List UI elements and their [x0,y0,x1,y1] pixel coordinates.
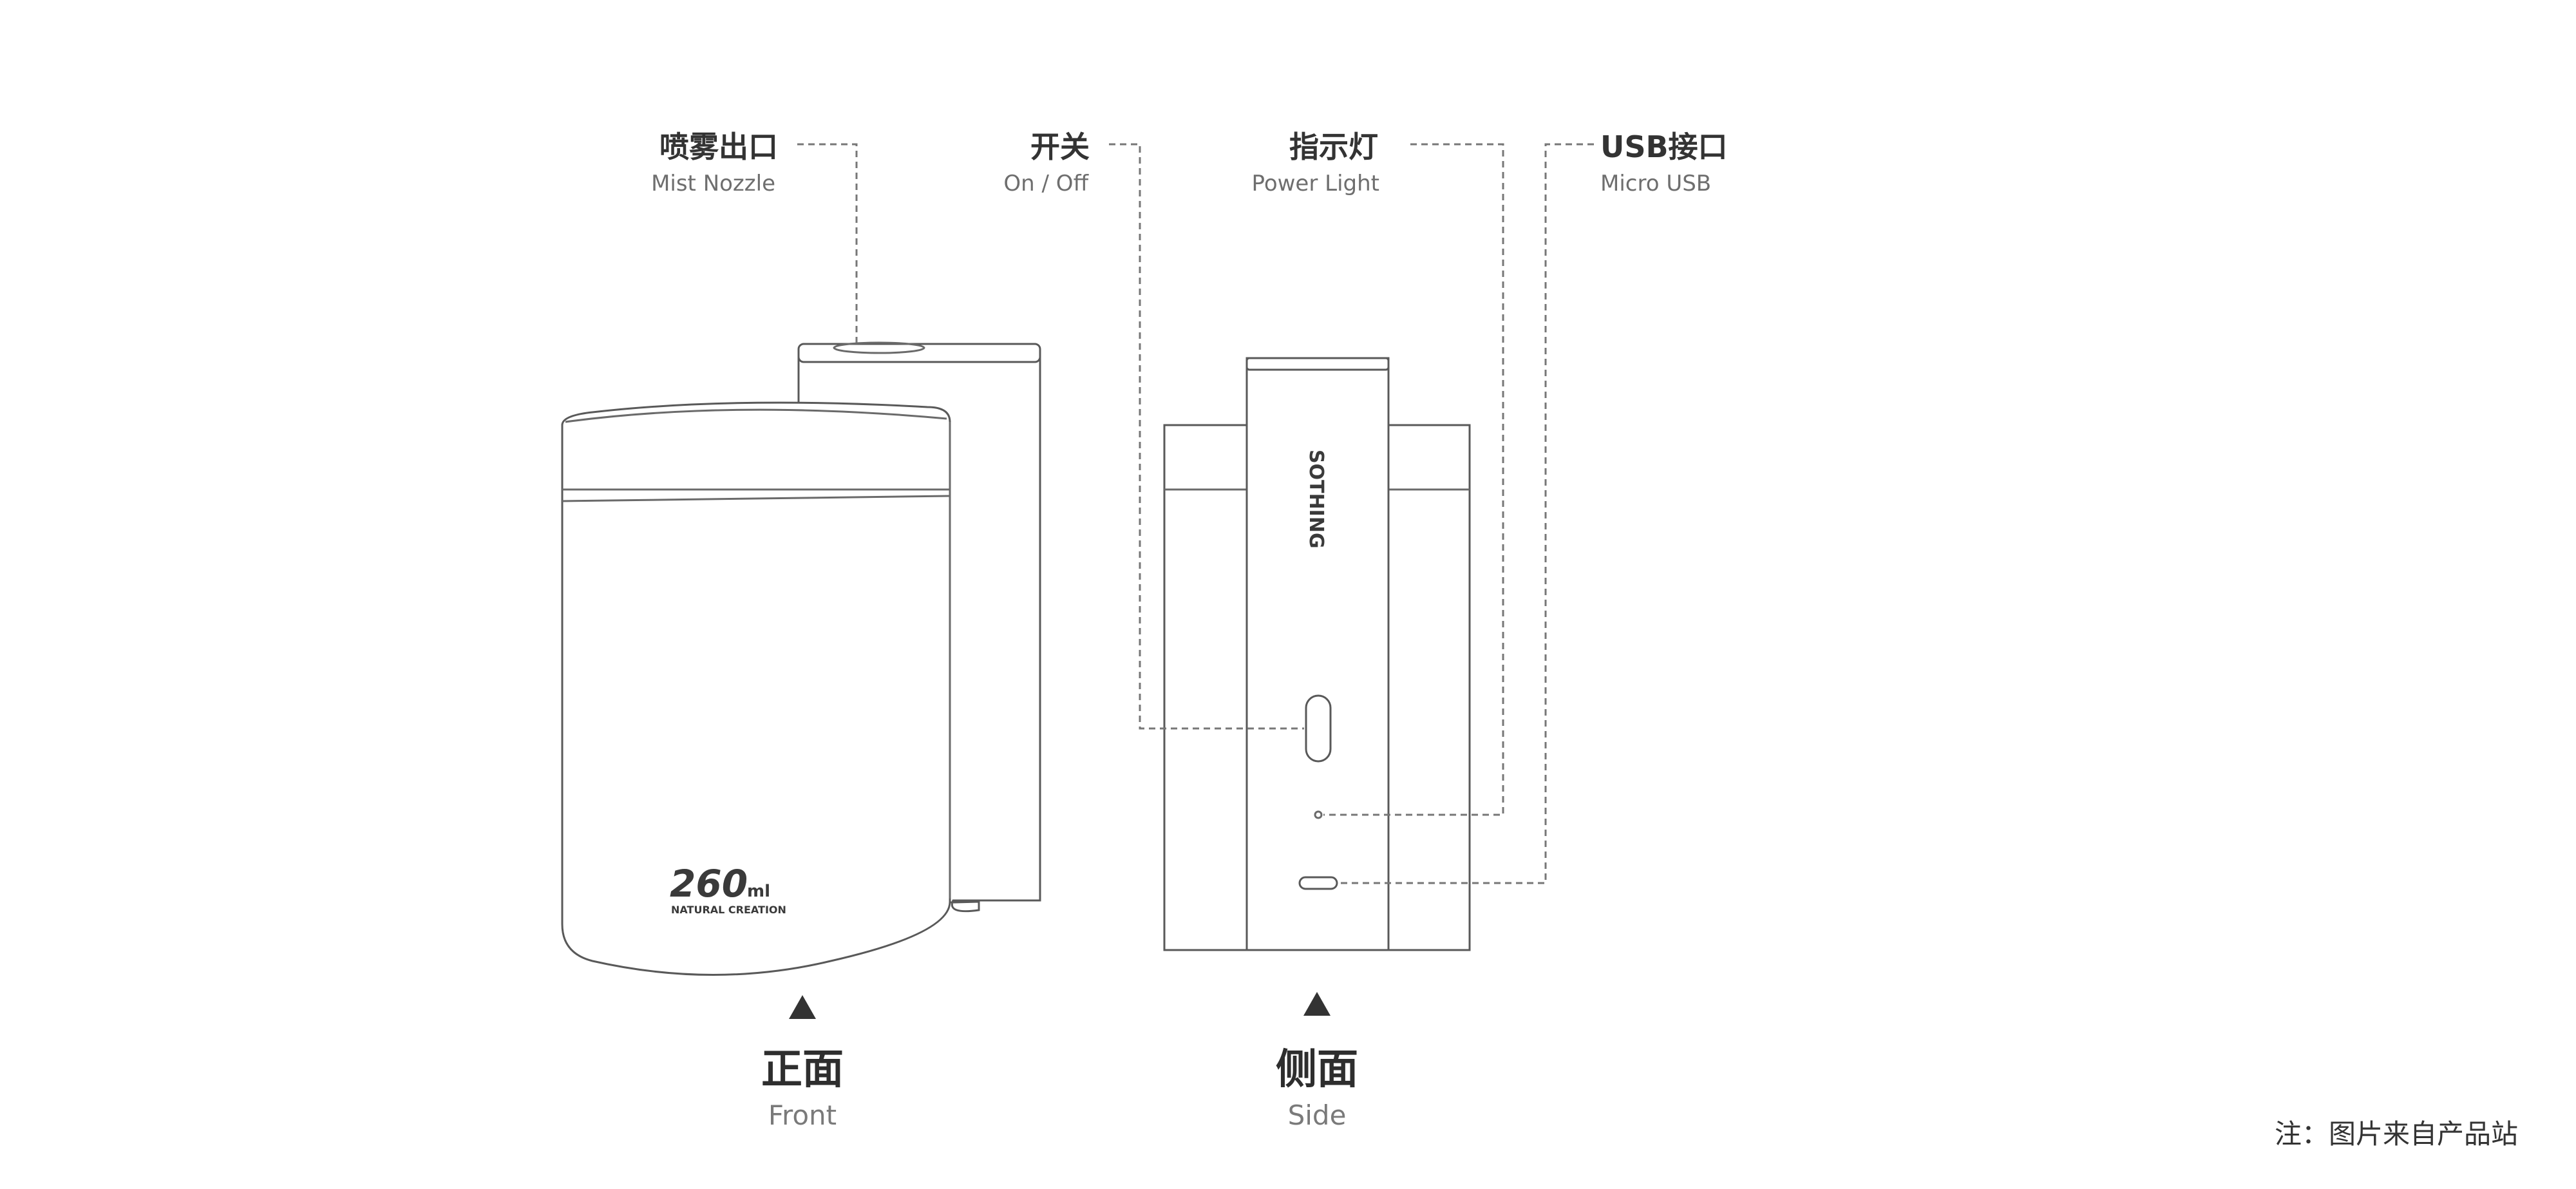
callout-switch-en: On / Off [1003,171,1089,196]
callout-power-light-en: Power Light [1252,171,1379,196]
callout-switch-cn: 开关 [1030,129,1090,164]
mist-nozzle-opening [833,341,925,354]
callout-mist-nozzle-cn: 喷雾出口 [659,129,778,164]
view-front-cn: 正面 [761,1046,844,1094]
power-light-indicator [1314,810,1323,819]
leader-usb [1340,143,1594,884]
callout-power-light-cn: 指示灯 [1289,129,1378,164]
leader-power-light [1323,143,1504,816]
callout-usb: USB接口 Micro USB [1600,129,1728,196]
front-lid [561,401,951,491]
callout-usb-en: Micro USB [1600,171,1711,196]
leader-switch [1109,143,1304,730]
triangle-up-icon [789,995,816,1019]
view-front-en: Front [768,1099,837,1131]
capacity-unit: ml [747,882,770,901]
view-label-front: 正面 Front [761,995,844,1131]
callout-mist-nozzle: 喷雾出口 Mist Nozzle [651,129,778,196]
micro-usb-port [1298,876,1338,890]
capacity-value: 260 [670,862,748,906]
view-side-en: Side [1288,1099,1347,1131]
front-body [561,421,951,976]
source-note: 注：图片来自产品站 [2275,1118,2518,1150]
callout-usb-cn: USB接口 [1600,129,1728,164]
callout-power-light: 指示灯 Power Light [1252,129,1379,196]
side-column-cap [1245,357,1390,371]
callout-switch: 开关 On / Off [1003,129,1090,196]
nozzle-cap [797,343,1041,363]
power-switch[interactable] [1305,694,1332,763]
brand-logo: SOTHING [1305,450,1327,549]
callout-mist-nozzle-en: Mist Nozzle [651,171,775,196]
lid-rim [565,408,947,423]
lid-seam-inner [562,495,951,502]
view-side-cn: 侧面 [1276,1046,1358,1094]
side-column [1245,357,1390,951]
side-view-device: SOTHING [1163,357,1471,951]
capacity-tagline: NATURAL CREATION [671,904,786,916]
leader-lines [797,143,1594,884]
leader-mist-nozzle [797,143,858,343]
front-view-device: 260 ml NATURAL CREATION [561,341,1041,976]
view-label-side: 侧面 Side [1276,992,1358,1131]
triangle-up-icon [1303,992,1331,1016]
